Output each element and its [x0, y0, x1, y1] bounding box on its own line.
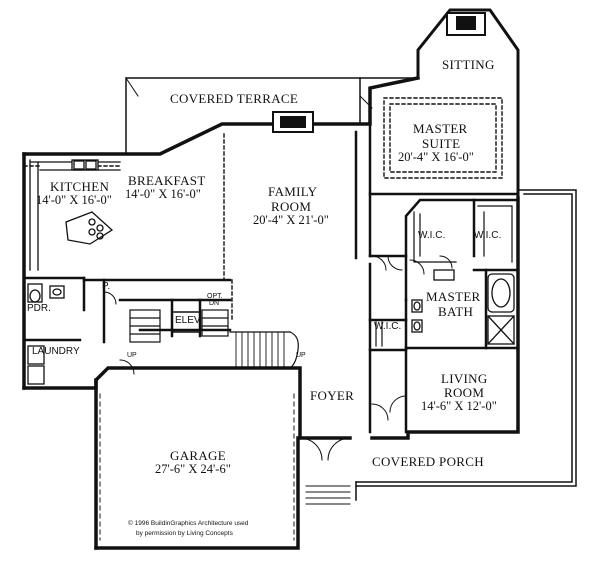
- master-suite-label: MASTER: [413, 121, 468, 136]
- up-left-label: UP: [127, 352, 137, 359]
- closet-shelving: [375, 205, 513, 347]
- kitchen-size: 14'-0" X 16'-0": [36, 193, 112, 207]
- main-stair: [229, 331, 299, 369]
- opt-dn-label: OPT.: [207, 293, 223, 300]
- rear-stair: [129, 309, 229, 343]
- powder-laundry-fixtures: [27, 283, 65, 385]
- master-bath-label: MASTER: [426, 289, 481, 304]
- kitchen-label: KITCHEN: [50, 179, 110, 194]
- elevator-box: [171, 311, 201, 333]
- opt-dn-label-2: DN: [209, 300, 220, 307]
- sitting-bay-walls: [416, 8, 520, 200]
- breakfast-size: 14'-0" X 16'-0": [125, 187, 201, 201]
- master-bath-fixtures: [411, 269, 515, 345]
- pdr-label: PDR.: [27, 303, 51, 314]
- covered-porch-label: COVERED PORCH: [372, 454, 484, 469]
- main-stair-treads: [235, 331, 285, 369]
- chimney-top: [446, 12, 486, 36]
- up-right-label: UP: [296, 352, 306, 359]
- master-suite-size: 20'-4" X 16'-0": [398, 150, 474, 164]
- family-room-label-2: ROOM: [271, 199, 312, 214]
- covered-terrace-label: COVERED TERRACE: [170, 91, 299, 106]
- kitchen-counters: [29, 159, 121, 271]
- master-suite-label-2: SUITE: [422, 136, 461, 151]
- foyer-label: FOYER: [310, 388, 355, 403]
- garage-label: GARAGE: [170, 448, 226, 463]
- living-room-label: LIVING: [441, 371, 488, 386]
- garage-door-lines: [99, 393, 295, 541]
- copyright-line-2: by permission by Living Concepts: [136, 530, 233, 537]
- elev-label: ELEV: [175, 315, 201, 326]
- door-swings: [103, 255, 453, 461]
- tray-ceiling-outline: [383, 97, 503, 179]
- pantry-label: P.: [102, 281, 111, 292]
- wic-left-label: W.I.C.: [418, 230, 446, 241]
- family-room-label: FAMILY: [268, 184, 318, 199]
- wic-right-label: W.I.C.: [474, 230, 502, 241]
- master-bath-label-2: BATH: [438, 304, 474, 319]
- living-room-label-2: ROOM: [444, 385, 485, 400]
- breakfast-label: BREAKFAST: [128, 173, 206, 188]
- laundry-label: LAUNDRY: [32, 346, 80, 357]
- porch-steps: [305, 485, 351, 505]
- sitting-label: SITTING: [442, 57, 495, 72]
- copyright-line-1: © 1996 BuildinGraphics Architecture used: [128, 520, 249, 527]
- living-room-size: 14'-6" X 12'-0": [421, 399, 497, 413]
- covered-porch-outline: [355, 189, 577, 501]
- family-room-fireplace: [272, 111, 314, 133]
- garage-size: 27'-6" X 24'-6": [155, 462, 231, 476]
- wic-bath-label: W.I.C.: [374, 321, 402, 332]
- family-room-size: 20'-4" X 21'-0": [253, 213, 329, 227]
